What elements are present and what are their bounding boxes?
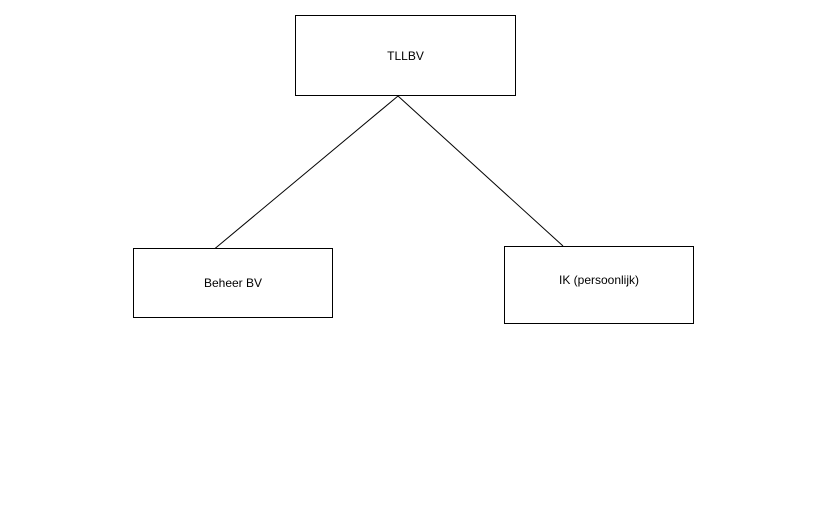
node-ik-persoonlijk: IK (persoonlijk): [504, 246, 694, 324]
edge-root-left: [211, 95, 399, 252]
node-label: IK (persoonlijk): [558, 273, 640, 287]
node-label: TLLBV: [387, 48, 424, 63]
edge-root-right: [397, 95, 564, 247]
node-label: Beheer BV: [203, 276, 263, 290]
node-beheer-bv: Beheer BV: [133, 248, 333, 318]
node-tllbv: TLLBV: [295, 15, 516, 96]
